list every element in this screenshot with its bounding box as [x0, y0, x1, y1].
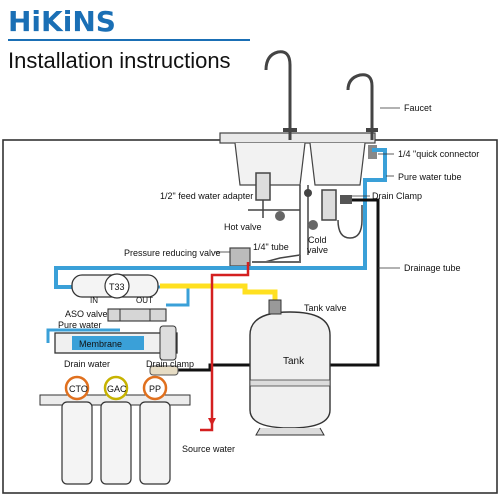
gac-label: GAC [107, 384, 127, 394]
membrane-pure-line [46, 328, 120, 343]
callout-leaders [215, 107, 400, 269]
main-faucet [264, 50, 297, 140]
drain-clamp-label: Drain clamp [146, 359, 194, 369]
feed-water-line [160, 283, 278, 312]
flow-restrictor [149, 365, 179, 376]
quick-connector-label: 1/4 "quick connector [398, 149, 479, 159]
out-label: OUT [136, 296, 153, 305]
pp-ring [142, 375, 168, 401]
drain-clamp-top-label: Drain Clamp [372, 191, 422, 201]
source-water-label: Source water [182, 444, 235, 454]
drainage-tube-label: Drainage tube [404, 263, 461, 273]
aso-valve [107, 308, 167, 322]
pressure-valve-label: Pressure reducing valve [124, 248, 221, 258]
tank-valve-label: Tank valve [304, 303, 347, 313]
under-sink-plumbing [248, 172, 363, 263]
cold-valve-label-1: Cold [308, 235, 327, 245]
quarter-tube-label: 1/4" tube [253, 242, 289, 252]
prefilter-housings [39, 394, 191, 485]
brand-logo: HiKiNS [8, 5, 116, 38]
pure-water-tube-out [158, 285, 190, 307]
tank-label: Tank [283, 356, 305, 367]
page-title: Installation instructions [8, 48, 231, 73]
ro-faucet [346, 73, 378, 140]
drain-water-label: Drain water [64, 359, 110, 369]
source-water-line [200, 262, 250, 432]
pure-water-label: Pure water [58, 320, 102, 330]
hot-valve-label: Hot valve [224, 222, 262, 232]
feed-adapter-fitting [304, 189, 312, 197]
membrane-housing [54, 325, 178, 361]
in-label: IN [90, 296, 98, 305]
t33-filter [71, 273, 159, 299]
quarter-inch-tube [252, 255, 301, 263]
aso-valve-label: ASO valve [65, 309, 108, 319]
source-water-arrow [208, 418, 216, 426]
cold-valve-label-2: valve [307, 245, 328, 255]
feed-adapter-label: 1/2" feed water adapter [160, 191, 253, 201]
storage-tank [249, 299, 331, 436]
cold-valve-handle [308, 220, 318, 230]
faucet-label: Faucet [404, 103, 432, 113]
pp-label: PP [149, 384, 161, 394]
hot-valve-handle [275, 211, 285, 221]
drain-clamp-top-fitting [340, 195, 352, 204]
t33-label: T33 [109, 282, 125, 292]
sink [219, 132, 376, 186]
cto-label: CTO [69, 384, 88, 394]
pure-water-tube [54, 148, 387, 289]
pure-water-tube-label: Pure water tube [398, 172, 462, 182]
gac-ring [103, 375, 129, 401]
membrane-label: Membrane [79, 339, 122, 349]
cto-ring [64, 375, 90, 401]
